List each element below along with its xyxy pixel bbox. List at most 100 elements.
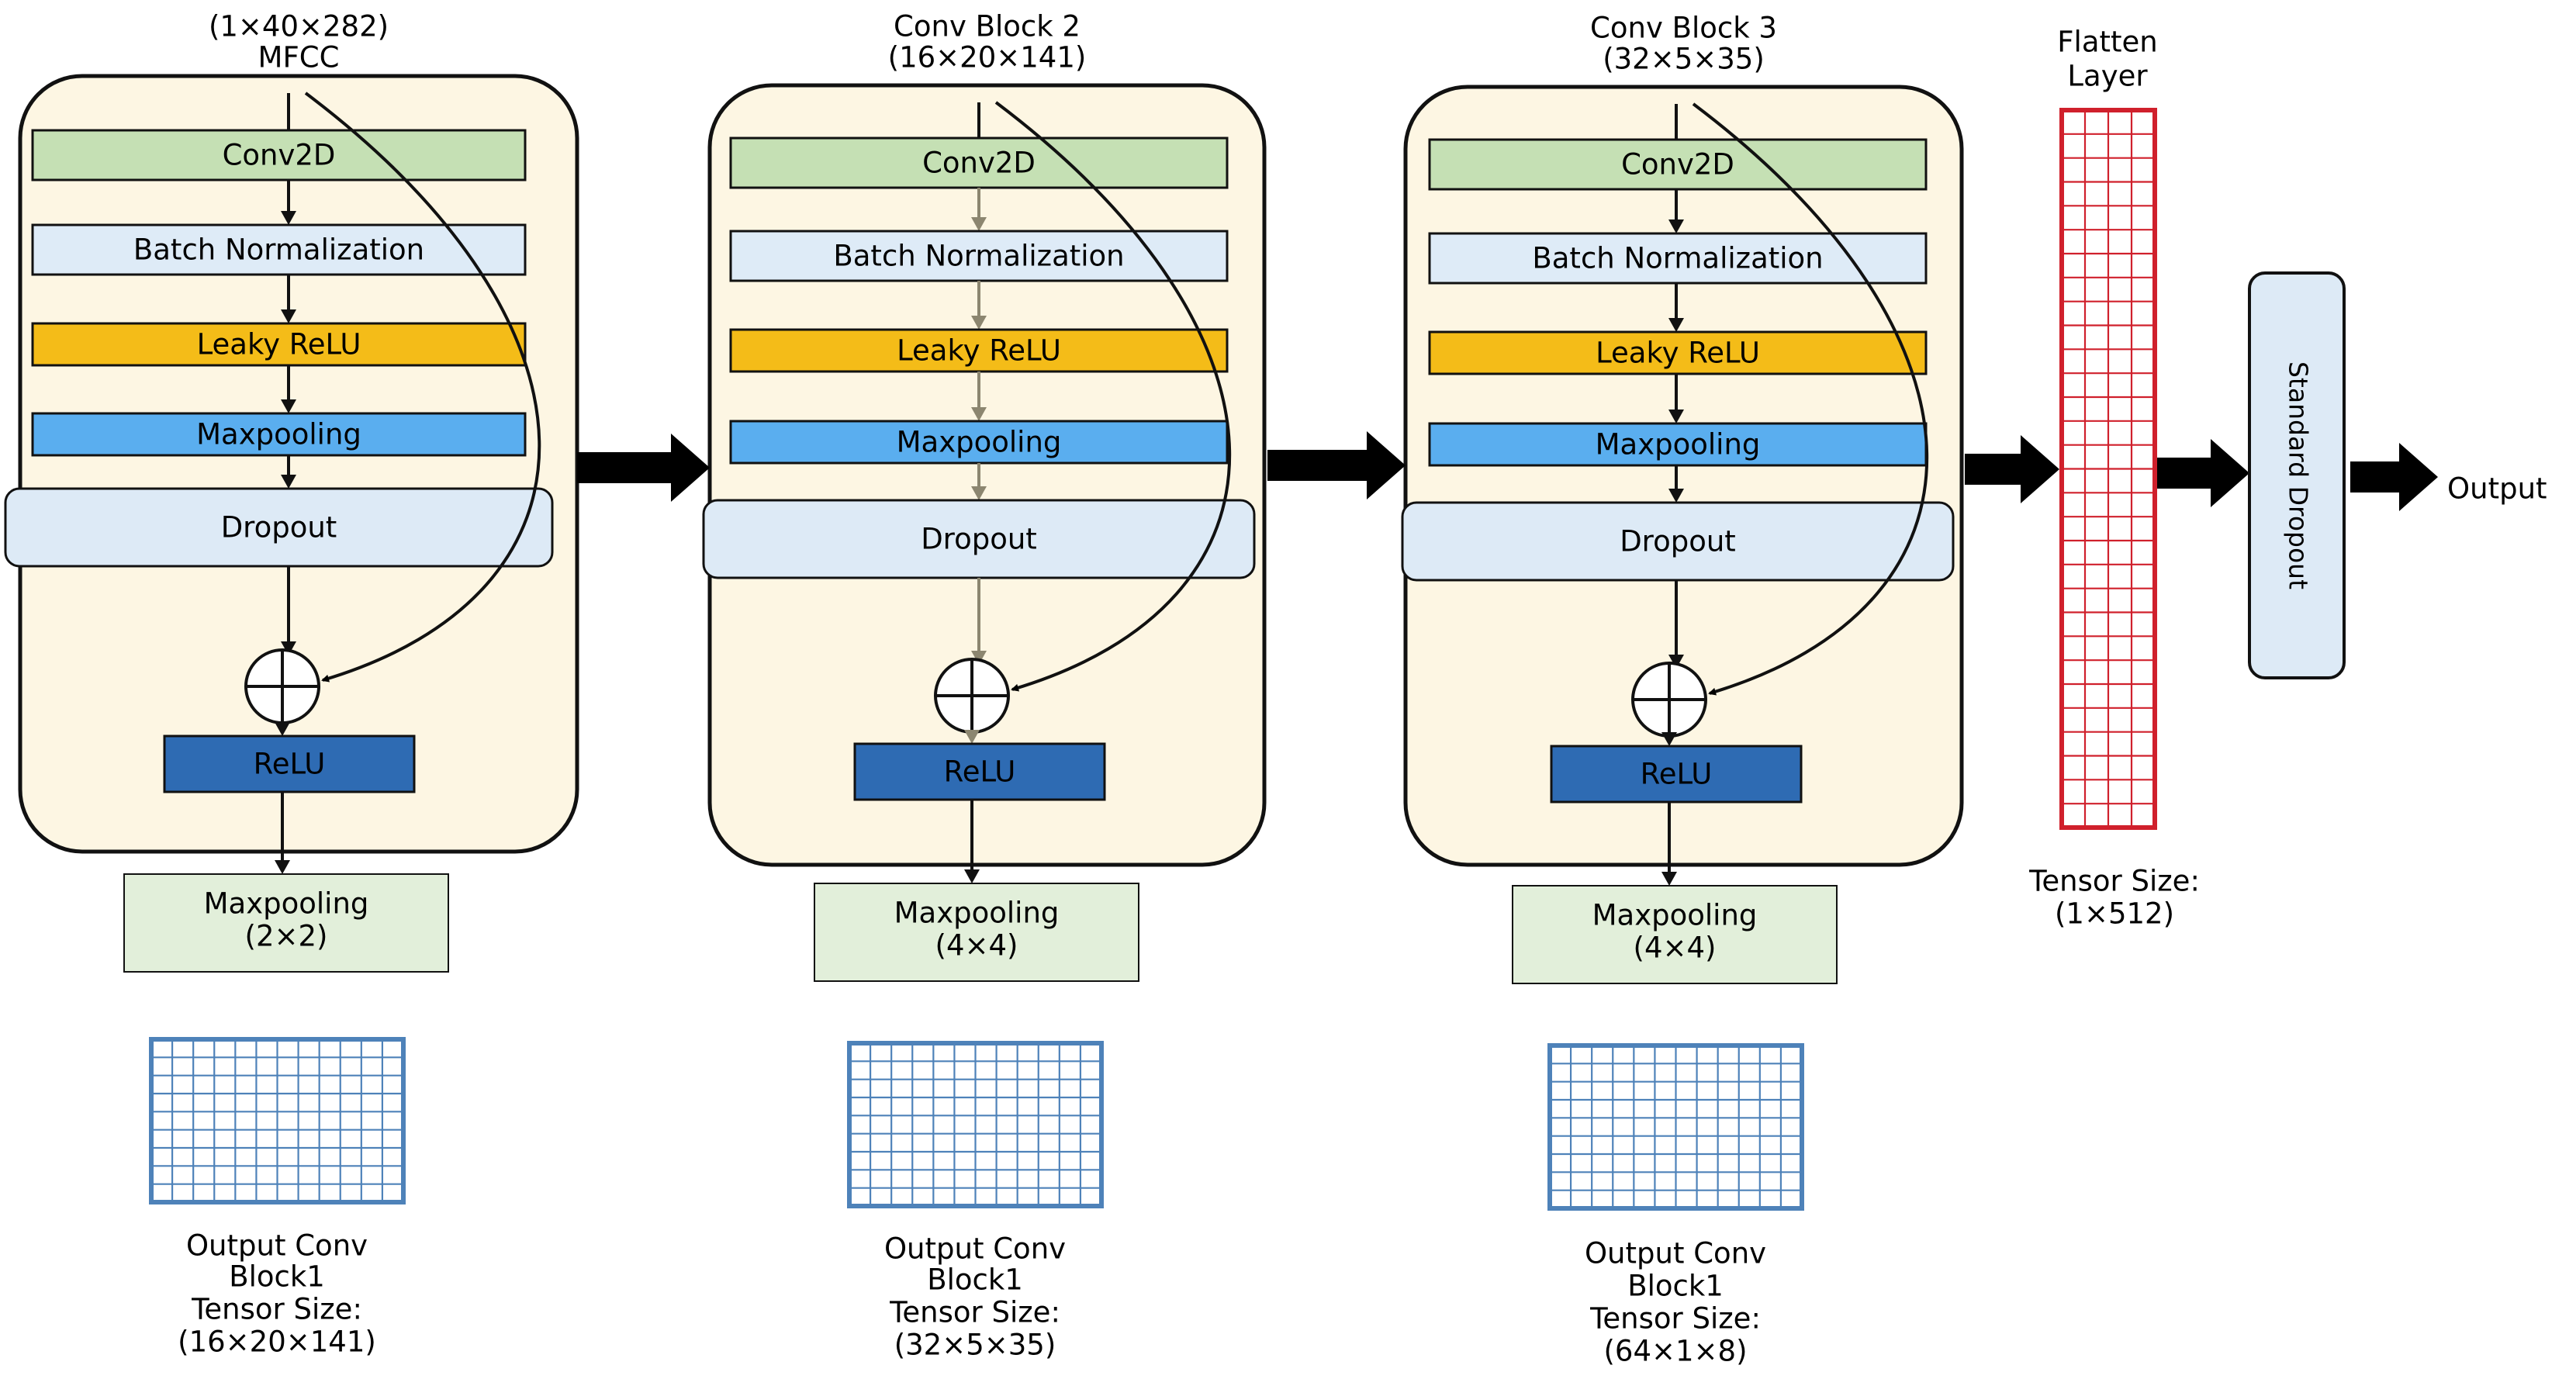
flow-arrow-head: [275, 860, 290, 874]
leaky-relu-box: [729, 328, 1229, 373]
flow-arrow-head: [1668, 489, 1684, 503]
flow-arrow-head: [281, 309, 296, 323]
output-line1: Output Conv: [884, 1232, 1066, 1266]
relu-label: ReLU: [944, 755, 1016, 789]
batch-norm-box: [1428, 232, 1928, 285]
flow-arrow: [1661, 732, 1677, 746]
leaky-relu-label: Leaky ReLU: [1596, 337, 1760, 370]
output-tensor-grid: [1547, 1043, 1804, 1211]
flatten-title: Flatten: [2057, 26, 2157, 59]
output-line3: Tensor Size:: [191, 1293, 362, 1326]
relu-box: [1550, 745, 1803, 804]
output-line3: Tensor Size:: [889, 1296, 1060, 1329]
batch-norm-box: [729, 230, 1229, 282]
dropout-label: Dropout: [921, 523, 1037, 556]
flow-arrow-head: [971, 651, 987, 665]
flow-arrow: [971, 578, 987, 665]
maxpooling-box: [31, 412, 527, 457]
dropout-label: Dropout: [221, 511, 337, 544]
add-node: [1631, 662, 1707, 738]
leaky-relu-label: Leaky ReLU: [197, 328, 361, 361]
leaky-relu-box: [31, 322, 527, 367]
flow-arrow: [971, 372, 987, 421]
flow-arrow-head: [1661, 872, 1677, 886]
add-node: [244, 648, 320, 724]
residual-skip-connection: [304, 92, 541, 683]
conv2d-box: [1428, 138, 1928, 191]
flatten-size-label: Tensor Size:: [2028, 865, 2200, 898]
flatten-grid: [2059, 108, 2157, 830]
flow-arrow-head: [281, 475, 296, 489]
batch-norm-label: Batch Normalization: [133, 233, 424, 267]
output-tensor-grid: [847, 1041, 1104, 1208]
arrow-block3-to-flatten: [1965, 435, 2059, 503]
batch-norm-box: [31, 223, 527, 276]
flow-arrow-head: [964, 730, 980, 744]
conv2d-box: [729, 137, 1229, 189]
flow-arrow-head: [1668, 655, 1684, 669]
conv-block-title: Conv Block 2: [894, 10, 1081, 43]
leaky-relu-box: [1428, 330, 1928, 375]
flow-arrow-head: [1668, 219, 1684, 233]
arrow-block1-to-block2: [577, 434, 710, 502]
flow-arrow: [964, 730, 980, 744]
maxpooling-label: Maxpooling: [897, 426, 1062, 459]
output-line3: Tensor Size:: [1589, 1302, 1761, 1336]
flow-arrow-head: [281, 211, 296, 225]
leaky-relu-label: Leaky ReLU: [897, 334, 1061, 368]
conv-block-title: Conv Block 3: [1590, 12, 1777, 45]
residual-skip-connection: [994, 101, 1232, 692]
flow-arrow-head: [971, 217, 987, 231]
flow-arrow: [1668, 283, 1684, 332]
output-tensor-grid: [149, 1037, 406, 1204]
relu-box: [853, 742, 1106, 801]
batch-norm-label: Batch Normalization: [1532, 242, 1823, 275]
conv2d-label: Conv2D: [223, 139, 336, 172]
flow-arrow: [281, 365, 296, 413]
flow-arrow-head: [971, 407, 987, 421]
flow-arrow: [275, 722, 290, 736]
conv2d-label: Conv2D: [922, 147, 1036, 180]
flow-arrow: [971, 463, 987, 500]
output-line4: (64×1×8): [1603, 1335, 1747, 1368]
add-node: [934, 658, 1010, 734]
flow-arrow-head: [281, 399, 296, 413]
output-line4: (16×20×141): [178, 1325, 376, 1359]
maxpooling-label: Maxpooling: [1596, 428, 1761, 461]
pool-name: Maxpooling: [204, 887, 369, 921]
output-line1: Output Conv: [186, 1229, 368, 1263]
flow-arrow: [1668, 580, 1684, 669]
residual-skip-connection: [1692, 102, 1929, 696]
pool-name: Maxpooling: [1592, 899, 1758, 932]
flow-arrow-head: [1668, 410, 1684, 423]
flow-arrow: [1668, 189, 1684, 233]
batch-norm-label: Batch Normalization: [833, 240, 1124, 273]
pool-size: (2×2): [245, 920, 328, 953]
flow-arrow-head: [971, 316, 987, 330]
arrow-block2-to-block3: [1267, 431, 1406, 499]
flow-arrow-head: [1668, 318, 1684, 332]
flow-arrow: [281, 566, 296, 655]
flatten-size-value: (1×512): [2055, 897, 2174, 931]
standard-dropout-box: [2248, 271, 2346, 679]
flow-arrow-head: [275, 722, 290, 736]
output-line1: Output Conv: [1585, 1237, 1766, 1270]
output-label: Output: [2447, 472, 2547, 506]
dropout-box: [4, 487, 554, 568]
flow-arrow: [281, 455, 296, 489]
maxpooling-label: Maxpooling: [196, 418, 361, 451]
flow-arrow: [971, 188, 987, 231]
pool-size: (4×4): [935, 929, 1018, 963]
input-name-label: MFCC: [258, 41, 340, 74]
standard-dropout: Standard Dropout: [2248, 271, 2346, 679]
output-line2: Block1: [1627, 1270, 1724, 1303]
output-line2: Block1: [927, 1263, 1023, 1297]
relu-box: [163, 734, 416, 793]
input-shape-label: (1×40×282): [209, 10, 389, 43]
pool-name: Maxpooling: [894, 897, 1060, 930]
flow-arrow: [1668, 465, 1684, 503]
